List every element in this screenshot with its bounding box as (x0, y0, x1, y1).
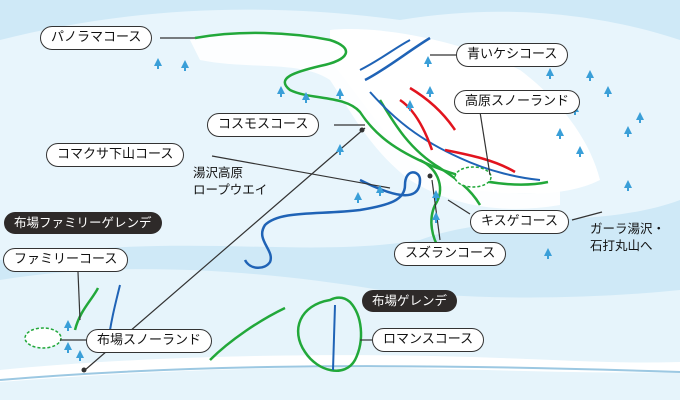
tree-icon (432, 212, 440, 220)
label-family-course: ファミリーコース (3, 248, 129, 272)
tree-icon (636, 112, 644, 120)
label-aoi-keshi-course: 青いケシコース (456, 43, 569, 67)
kogen-red-line-3 (444, 148, 516, 174)
tree-icon (544, 248, 552, 256)
ropeway-station-bottom (81, 367, 87, 373)
tree-icon (586, 70, 594, 78)
tree-icon (546, 68, 554, 76)
kisuge-point (427, 173, 433, 179)
destination-line1: ガーラ湯沢・ (590, 221, 666, 236)
tree-icon (64, 342, 72, 350)
label-nunoba-snowland: 布場スノーランド (86, 329, 213, 353)
tree-icon (336, 144, 344, 152)
nunoba-snowland-area (24, 327, 62, 349)
label-destination: ガーラ湯沢・ 石打丸山へ (590, 220, 665, 254)
tree-icon (556, 128, 564, 136)
label-kogen-snowland: 高原スノーランド (454, 90, 581, 114)
label-suzuran-course: スズランコース (394, 242, 507, 266)
tree-icon (277, 86, 285, 94)
tree-icon (181, 60, 189, 68)
label-ropeway: 湯沢高原 ロープウエイ (193, 164, 267, 198)
blue-course-line-5 (332, 304, 336, 371)
kisuge-leader (447, 199, 471, 215)
slope-white-band (190, 31, 560, 209)
label-nunoba-family-gelande: 布場ファミリーゲレンデ (4, 212, 162, 234)
tree-icon (426, 86, 434, 94)
tree-icon (302, 92, 310, 100)
tree-icon (624, 180, 632, 188)
roman-course-loop (296, 296, 363, 372)
kogen-snowland-area (454, 166, 492, 188)
nunoba-course-line-left (209, 306, 286, 361)
kogen-leader (479, 111, 491, 176)
ropeway-line1: 湯沢高原 (193, 165, 244, 180)
ropeway-station-top (359, 127, 365, 133)
tree-icon (376, 185, 384, 193)
tree-icon (406, 100, 414, 108)
komakusa-leader (211, 155, 391, 189)
road-band (0, 355, 680, 382)
family-leader (77, 271, 81, 321)
label-cosmos-course: コスモスコース (207, 113, 320, 137)
panorama-course-line (194, 31, 549, 186)
kisuge-course-line (378, 99, 482, 206)
blue-course-line-3 (369, 91, 541, 181)
tree-icon (336, 88, 344, 96)
road-line (0, 365, 680, 381)
label-kisuge-course: キスゲコース (470, 210, 569, 234)
label-roman-course: ロマンスコース (372, 328, 485, 352)
tree-icon (604, 86, 612, 94)
destination-line2: 石打丸山へ (590, 238, 653, 253)
tree-icon (624, 126, 632, 134)
kogen-red-line-1 (399, 98, 434, 151)
tree-icon (76, 350, 84, 358)
aoi-keshi-course-line (364, 36, 431, 82)
label-nunoba-gelande: 布場ゲレンデ (362, 290, 458, 312)
tree-icon (64, 320, 72, 328)
komakusa-course-line (243, 171, 422, 269)
suzuran-leader (431, 179, 441, 241)
blue-course-line-2 (359, 39, 411, 71)
label-komakusa-course: コマクサ下山コース (46, 143, 185, 167)
tree-icon (354, 192, 362, 200)
tree-icon (432, 190, 440, 198)
destination-leader (571, 211, 603, 221)
tree-icon (154, 58, 162, 66)
tree-icon (424, 56, 432, 64)
family-course-line (73, 287, 100, 331)
tree-icon (576, 146, 584, 154)
kogen-red-line-2 (409, 86, 457, 131)
ropeway-line2: ロープウエイ (193, 182, 268, 197)
label-panorama-course: パノラマコース (40, 26, 153, 50)
